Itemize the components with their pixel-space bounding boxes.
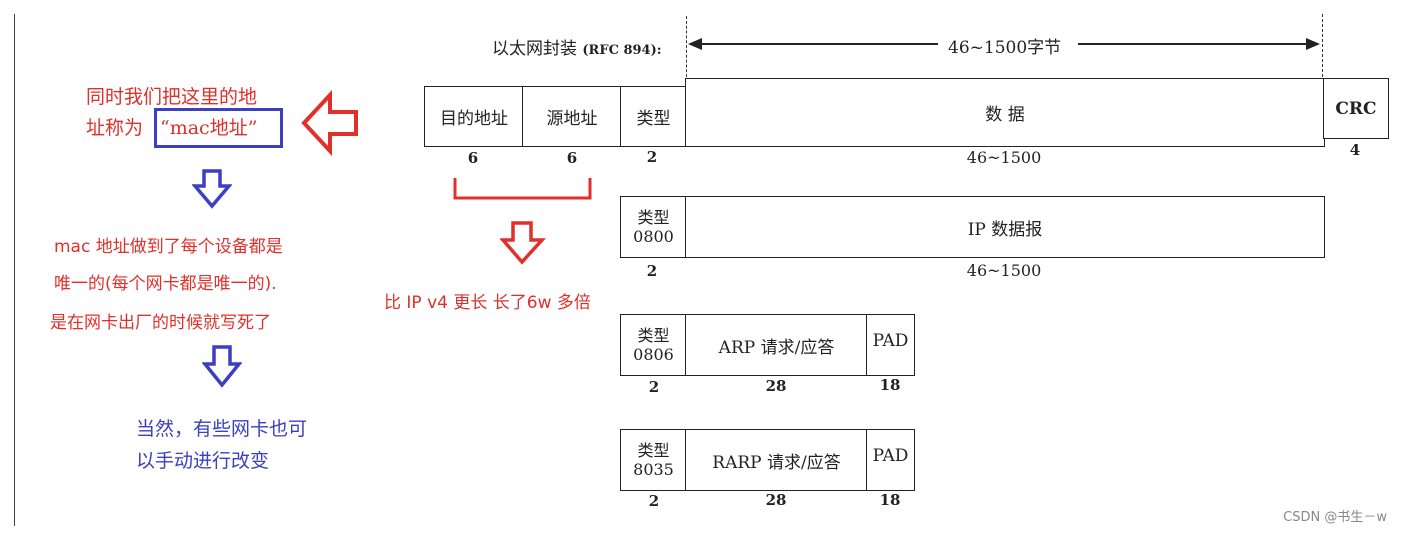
left-arrow-icon	[301, 90, 358, 156]
arp-pad-size: 18	[879, 376, 901, 394]
field-src-address: 源地址	[522, 86, 622, 147]
size-crc: 4	[1349, 141, 1361, 159]
encapsulation-rfc: (RFC 894):	[582, 43, 662, 58]
arp-payload-field: ARP 请求/应答	[685, 314, 868, 376]
field-data: 数 据	[685, 78, 1325, 147]
ip-datagram-field: IP 数据报	[685, 196, 1325, 258]
span-arrow-left-head	[688, 38, 702, 50]
size-type: 2	[646, 148, 658, 166]
arp-type-field: 类型 0806	[620, 314, 687, 376]
mac-note-line1: mac 地址做到了每个设备都是	[54, 237, 283, 257]
blue-note-line1: 当然，有些网卡也可	[136, 418, 308, 440]
span-left-dashline	[686, 16, 687, 82]
ip-type-label: 类型	[637, 208, 670, 227]
down-arrow-icon-1	[192, 169, 232, 209]
span-arrow	[688, 38, 1320, 50]
rarp-type-field: 类型 8035	[620, 429, 687, 491]
left-divider	[14, 14, 15, 526]
size-src-address: 6	[566, 149, 578, 167]
ip-type-field: 类型 0800	[620, 196, 687, 258]
field-dest-address: 目的地址	[424, 86, 524, 147]
arp-type-code: 0806	[633, 345, 674, 364]
encapsulation-title: 以太网封装	[492, 39, 577, 59]
mac-note-line2: 唯一的(每个网卡都是唯一的).	[54, 274, 277, 294]
rarp-type-size: 2	[648, 492, 660, 510]
field-crc: CRC	[1323, 78, 1389, 139]
rarp-payload-field: RARP 请求/应答	[685, 429, 868, 491]
span-right-dashline	[1322, 14, 1323, 82]
mac-note-line3: 是在网卡出厂的时候就写死了	[50, 313, 271, 333]
size-dest-address: 6	[467, 149, 479, 167]
span-label: 46~1500字节	[948, 38, 1062, 58]
arp-pad-field: PAD	[866, 314, 915, 376]
arp-type-size: 2	[648, 378, 660, 396]
ip-type-size: 2	[646, 262, 658, 280]
down-arrow-icon-2	[202, 345, 242, 388]
watermark: CSDN @书生－w	[1283, 510, 1387, 525]
encapsulation-label: 以太网封装 (RFC 894):	[492, 34, 662, 59]
red-note-line1: 同时我们把这里的地	[86, 86, 258, 108]
ip-datagram-size: 46~1500	[966, 261, 1042, 280]
arp-payload-size: 28	[765, 377, 787, 395]
mac-address-box	[154, 108, 283, 148]
rarp-type-label: 类型	[637, 441, 670, 460]
ip-type-code: 0800	[633, 227, 674, 246]
blue-note-line2: 以手动进行改变	[136, 450, 270, 472]
ipv4-compare-note: 比 IP v4 更长 长了6w 多倍	[384, 293, 591, 313]
rarp-payload-size: 28	[765, 491, 787, 509]
size-data: 46~1500	[966, 148, 1042, 167]
mac-bracket	[453, 178, 592, 200]
rarp-type-code: 8035	[633, 460, 674, 479]
rarp-pad-size: 18	[879, 491, 901, 509]
red-note-line2: 址称为	[86, 117, 144, 139]
arp-type-label: 类型	[637, 326, 670, 345]
mac-address-label: “mac地址”	[160, 117, 258, 139]
down-arrow-icon-red	[500, 221, 546, 265]
field-type: 类型	[620, 86, 687, 147]
span-arrow-right-head	[1306, 38, 1320, 50]
rarp-pad-field: PAD	[866, 429, 915, 491]
